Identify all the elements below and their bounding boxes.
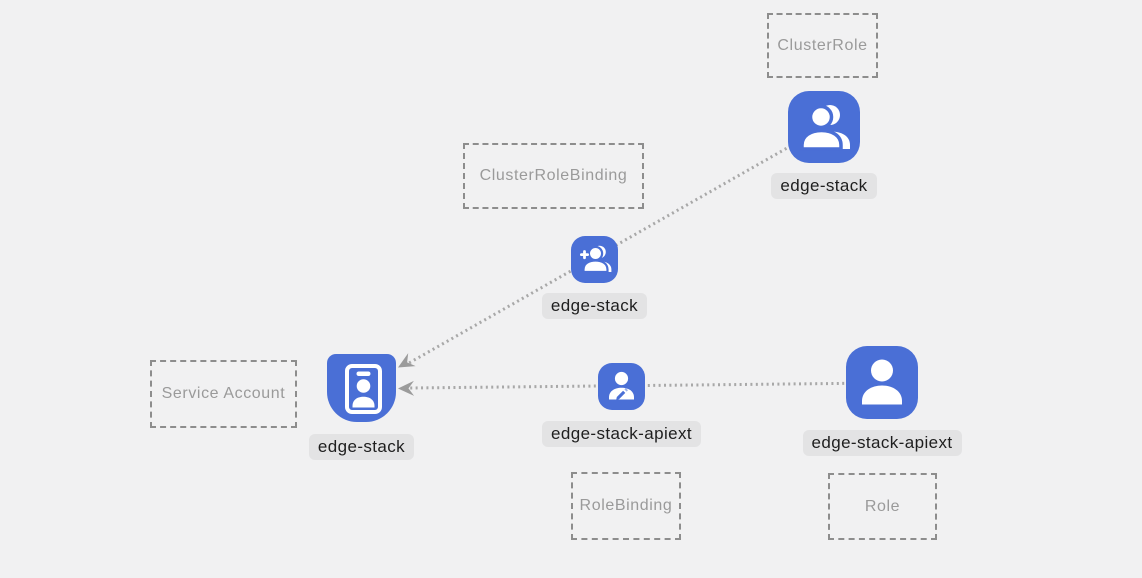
node-role-edge-stack-apiext: edge-stack-apiext [802,346,962,457]
type-box-label: RoleBinding [579,497,673,514]
users-icon [788,91,860,163]
type-box-serviceaccount: Service Account [150,360,297,428]
type-box-rolebinding: RoleBinding [571,472,681,540]
node-label-chip: edge-stack-apiext [802,430,962,457]
arrow-head-icon [398,380,415,396]
user-plus-icon [571,236,618,283]
node-label-chip: edge-stack [541,293,648,320]
node-rolebinding-edge-stack-apiext: edge-stack-apiext [542,363,701,448]
type-box-label: Role [864,497,901,515]
edge-role-to-serviceaccount [398,380,883,396]
type-box-clusterrolebinding: ClusterRoleBinding [463,143,644,209]
type-box-role: Role [828,473,937,540]
node-clusterrole-edge-stack: edge-stack [771,91,877,200]
node-label-chip: edge-stack [771,173,877,200]
node-label-chip: edge-stack-apiext [542,421,701,448]
type-box-clusterrole: ClusterRole [767,13,878,78]
type-box-label: ClusterRole [777,36,868,54]
node-serviceaccount-edge-stack: edge-stack [308,354,415,461]
id-badge-icon [327,354,396,422]
node-clusterrolebinding-edge-stack: edge-stack [541,236,648,320]
type-box-label: ClusterRoleBinding [479,167,628,184]
user-icon [846,346,918,419]
user-edit-icon [598,363,645,410]
type-box-label: Service Account [161,385,286,402]
arrow-head-icon [398,353,416,368]
node-label-chip: edge-stack [308,434,415,461]
